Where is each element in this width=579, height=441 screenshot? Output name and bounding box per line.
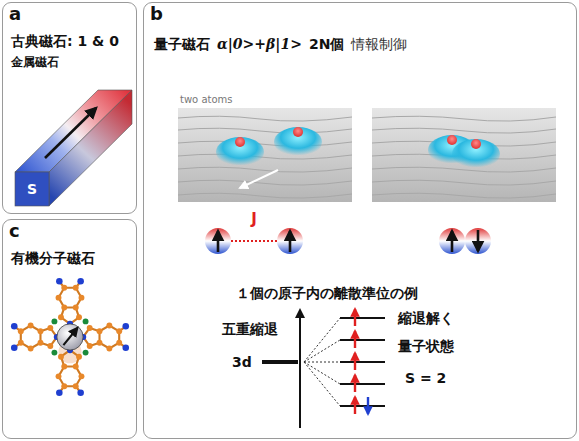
stm-image-right bbox=[372, 108, 556, 202]
state-label: 量子状態 bbox=[398, 338, 454, 354]
panel-letter: a bbox=[9, 4, 21, 25]
pole-letter: S bbox=[27, 181, 37, 197]
panel-text: 情報制御 bbox=[351, 36, 407, 52]
bar-magnet bbox=[15, 90, 132, 206]
stm-image-left bbox=[178, 108, 352, 202]
state-label: 縮退解く bbox=[398, 310, 454, 326]
panel-box: b 量子磁石 α|0>+β|1> 2N個情報制御 bbox=[143, 2, 577, 439]
panel-text: 2N個 bbox=[309, 36, 344, 52]
panel-box: c 有機分子磁石 bbox=[2, 219, 137, 439]
spin-value: S = 2 bbox=[405, 370, 446, 386]
panel-text: 有機分子磁石 bbox=[11, 250, 95, 266]
spin-pair-parallel bbox=[205, 228, 303, 254]
panel-letter: c bbox=[9, 221, 20, 242]
coupling-symbol: J bbox=[251, 211, 257, 228]
image-caption: two atoms bbox=[180, 94, 233, 106]
section-heading: １個の原子内の離散準位の例 bbox=[236, 285, 418, 301]
spin-pair-antiparallel bbox=[439, 228, 491, 254]
title-row: 量子磁石 α|0>+β|1> 2N個情報制御 bbox=[154, 36, 407, 52]
degeneracy-label: 五重縮退 bbox=[222, 321, 278, 337]
panel-letter: b bbox=[150, 4, 163, 25]
panel-text: 古典磁石: 1 & 0 bbox=[11, 33, 119, 49]
molecule bbox=[11, 278, 129, 396]
panel-text: α|0>+β|1> bbox=[217, 36, 302, 52]
panel-text: 金属磁石 bbox=[11, 56, 59, 70]
energy-level-diagram bbox=[262, 309, 385, 428]
orbital-label: 3d bbox=[232, 354, 252, 370]
panel-text: 量子磁石 bbox=[154, 36, 210, 52]
panel-box: a 古典磁石: 1 & 0 金属磁石 bbox=[2, 2, 137, 214]
